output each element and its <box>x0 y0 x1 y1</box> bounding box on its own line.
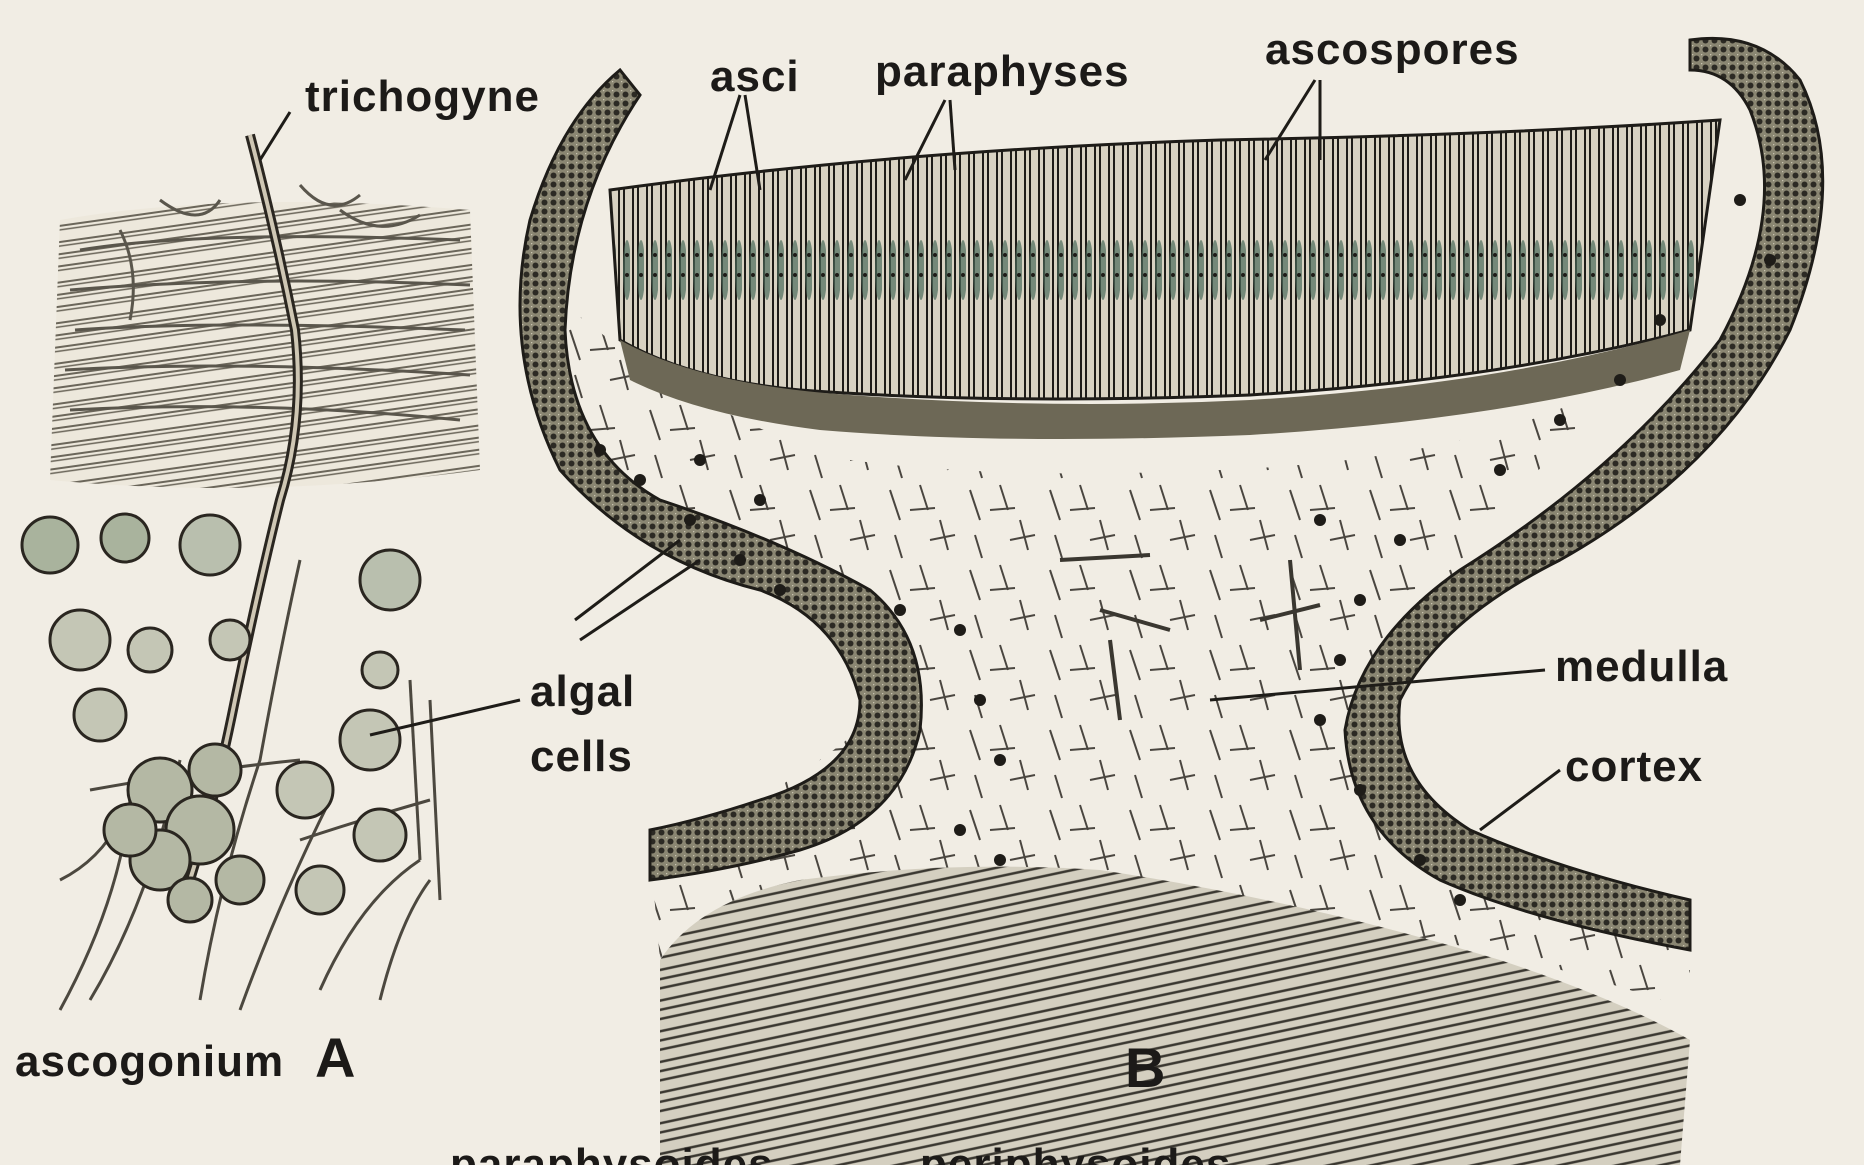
panel-a-label: A <box>315 1030 355 1086</box>
cells-label: cells <box>530 735 633 779</box>
asci-label: asci <box>710 55 800 99</box>
paraphysoides-label: paraphysoides <box>450 1143 774 1165</box>
algal-label: algal <box>530 670 635 714</box>
ascogonium-label: ascogonium <box>15 1040 284 1084</box>
cortex-label: cortex <box>1565 745 1703 789</box>
trichogyne-label: trichogyne <box>305 75 540 119</box>
panel-b-label: B <box>1125 1040 1165 1096</box>
medulla-label: medulla <box>1555 645 1728 689</box>
panel-a-drawing <box>22 135 480 1010</box>
paraphyses-label: paraphyses <box>875 50 1130 94</box>
panel-b-drawing <box>520 38 1823 1165</box>
ascospores-label: ascospores <box>1265 28 1520 72</box>
periphysoides-label: periphysoides <box>920 1143 1231 1165</box>
